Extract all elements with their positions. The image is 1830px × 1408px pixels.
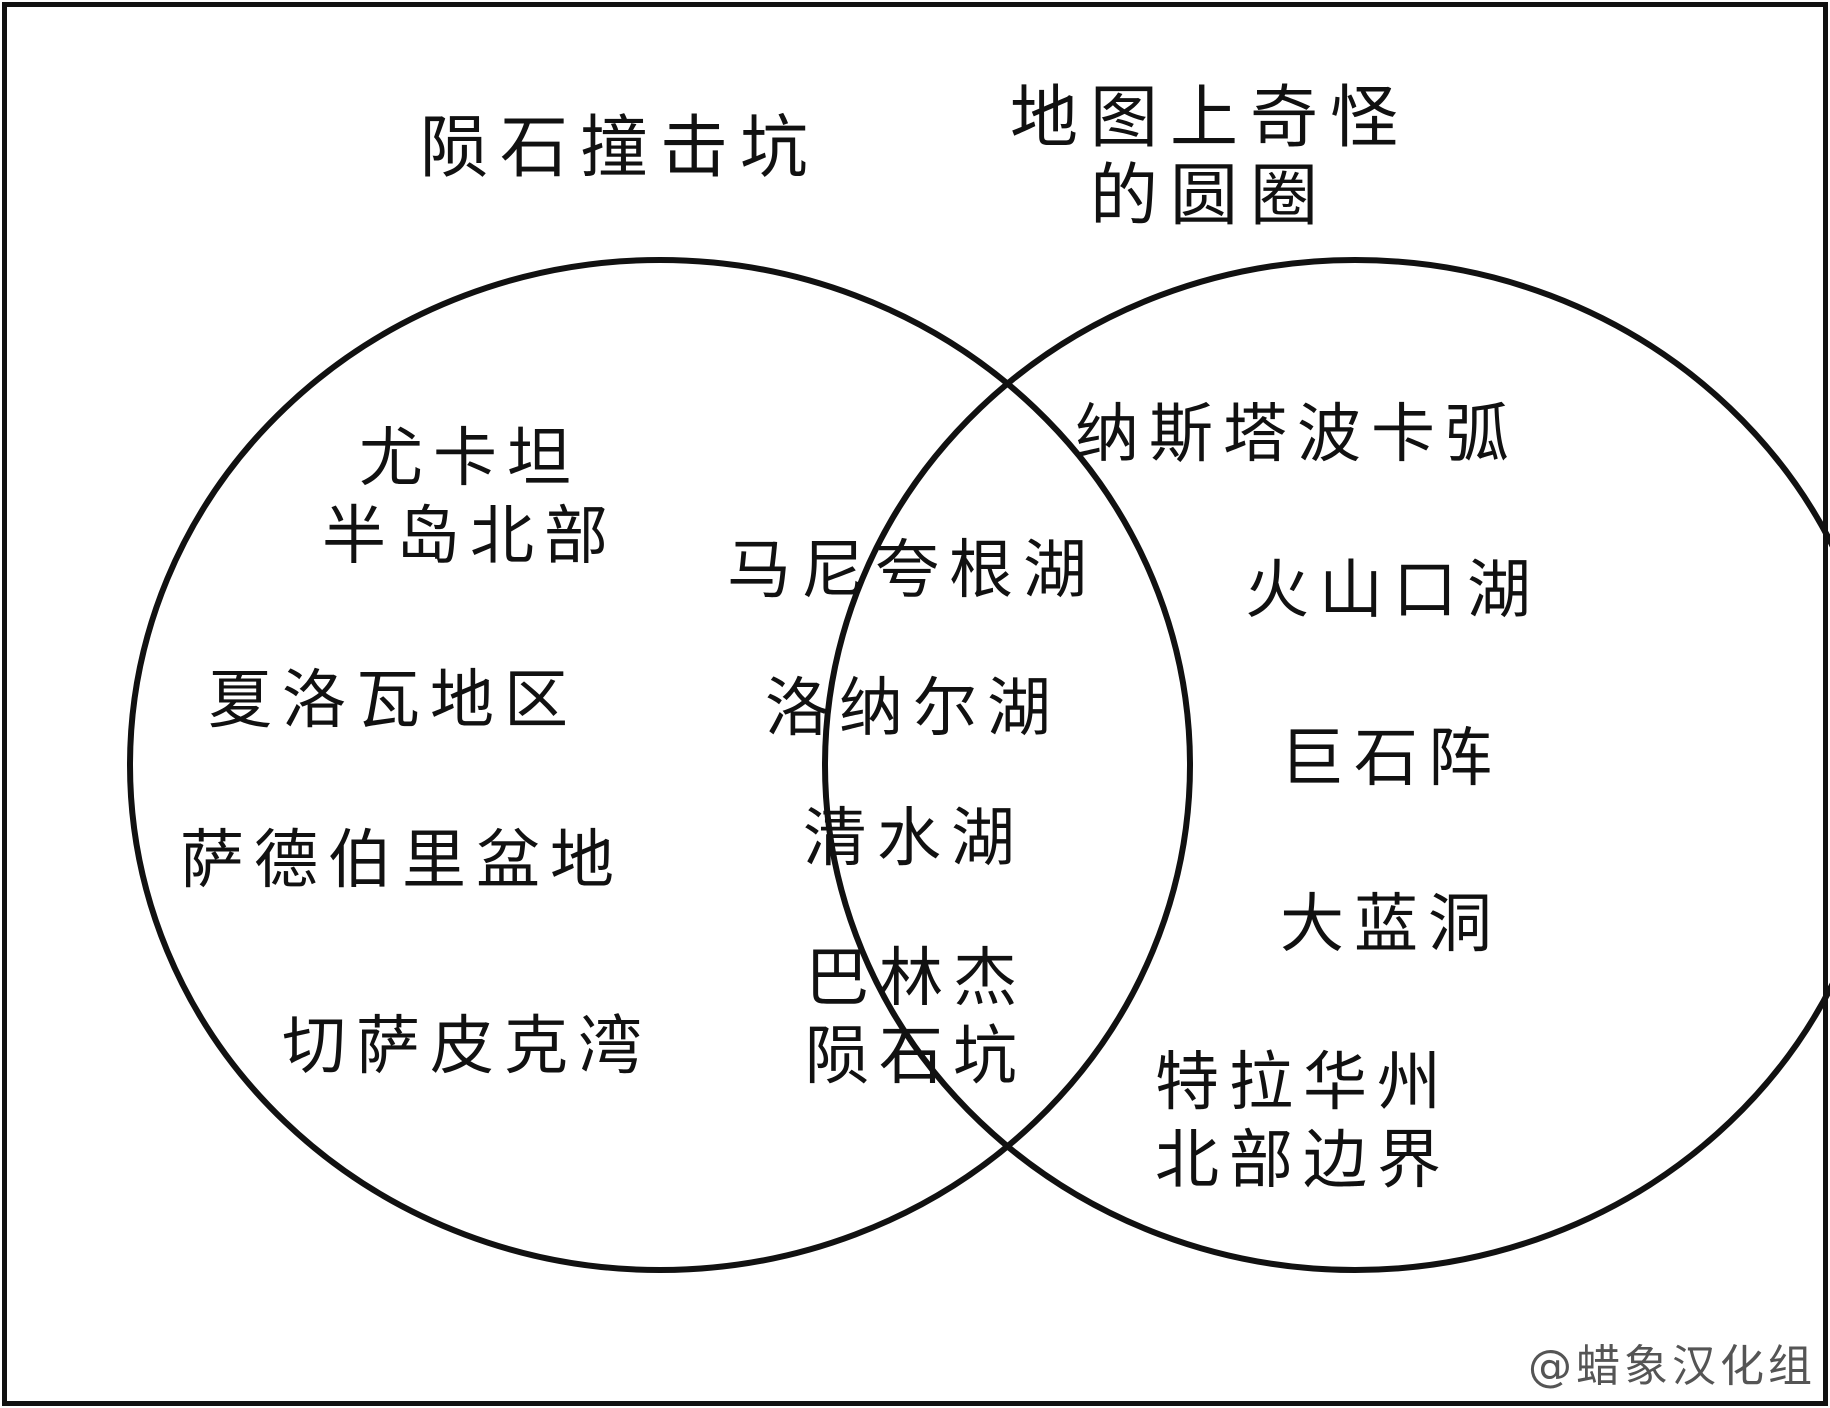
- right-set-title-line-1: 地图上奇怪: [1010, 79, 1411, 158]
- left-item-chesapeake: 切萨皮克湾: [282, 1010, 652, 1084]
- right-item-delaware: 特拉华州 北部边界: [1155, 1044, 1451, 1200]
- intersection-item-clearwater: 清水湖: [803, 802, 1025, 876]
- right-item-great-blue-hole: 大蓝洞: [1280, 888, 1502, 962]
- right-set-title: 地图上奇怪 的圆圈: [1010, 80, 1410, 236]
- left-item-yucatan-line-2: 半岛北部: [322, 500, 618, 574]
- left-item-sudbury: 萨德伯里盆地: [180, 824, 624, 898]
- right-item-nastapoka: 纳斯塔波卡弧: [1075, 398, 1519, 472]
- left-item-charlevoix: 夏洛瓦地区: [208, 664, 578, 738]
- right-item-stonehenge: 巨石阵: [1280, 722, 1502, 796]
- right-item-crater-lake: 火山口湖: [1245, 554, 1541, 628]
- left-set-title: 陨石撞击坑: [420, 109, 821, 188]
- intersection-item-lonar: 洛纳尔湖: [765, 672, 1061, 746]
- right-circle: [822, 257, 1830, 1273]
- right-item-delaware-line-2: 北部边界: [1155, 1124, 1451, 1198]
- intersection-item-barringer-line-1: 巴林杰: [805, 942, 1027, 1016]
- intersection-item-manicouagan: 马尼夸根湖: [727, 534, 1097, 608]
- left-circle: [127, 257, 1193, 1273]
- left-item-yucatan-line-1: 尤卡坦: [359, 422, 581, 496]
- left-item-yucatan: 尤卡坦 半岛北部: [322, 420, 618, 576]
- watermark: @蜡象汉化组: [1528, 1341, 1816, 1392]
- intersection-item-barringer: 巴林杰 陨石坑: [805, 940, 1027, 1096]
- right-set-title-line-2: 的圆圈: [1090, 157, 1331, 236]
- intersection-item-barringer-line-2: 陨石坑: [805, 1020, 1027, 1094]
- right-item-delaware-line-1: 特拉华州: [1155, 1046, 1451, 1120]
